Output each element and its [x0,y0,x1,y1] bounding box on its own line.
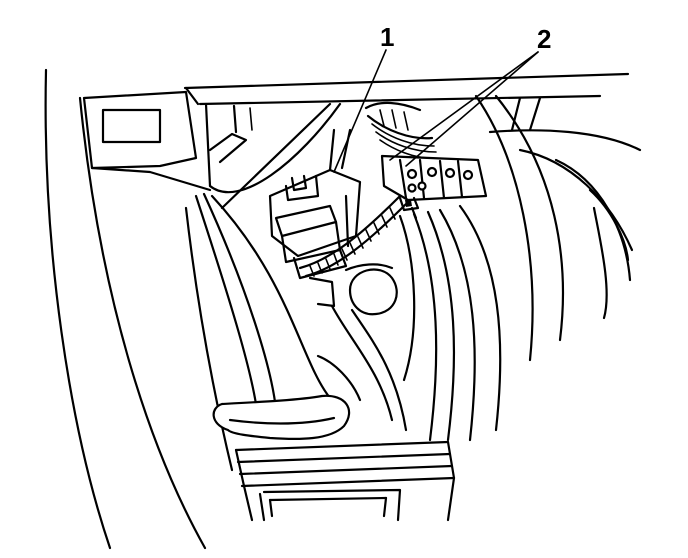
callout-2-label: 2 [537,24,552,54]
bottom-console [234,440,456,522]
terminal-block [380,154,488,220]
callout-2-leader [405,51,539,167]
right-trim-panel [474,94,642,362]
coiled-harness [298,194,408,278]
round-grommet [344,263,398,316]
upper-left-panel [82,90,212,192]
left-pillar [44,68,207,550]
callout-2-leader-second [389,51,539,161]
lower-harness [398,204,502,442]
callout-1-label: 1 [380,22,395,52]
connector-assembly [268,128,362,280]
dash-cavity [204,102,342,210]
callout-1-leader [333,49,387,173]
dash-top-edge [183,72,630,106]
lower-loom [212,394,351,441]
lower-housing [308,276,408,432]
callout-leaders [333,49,539,173]
